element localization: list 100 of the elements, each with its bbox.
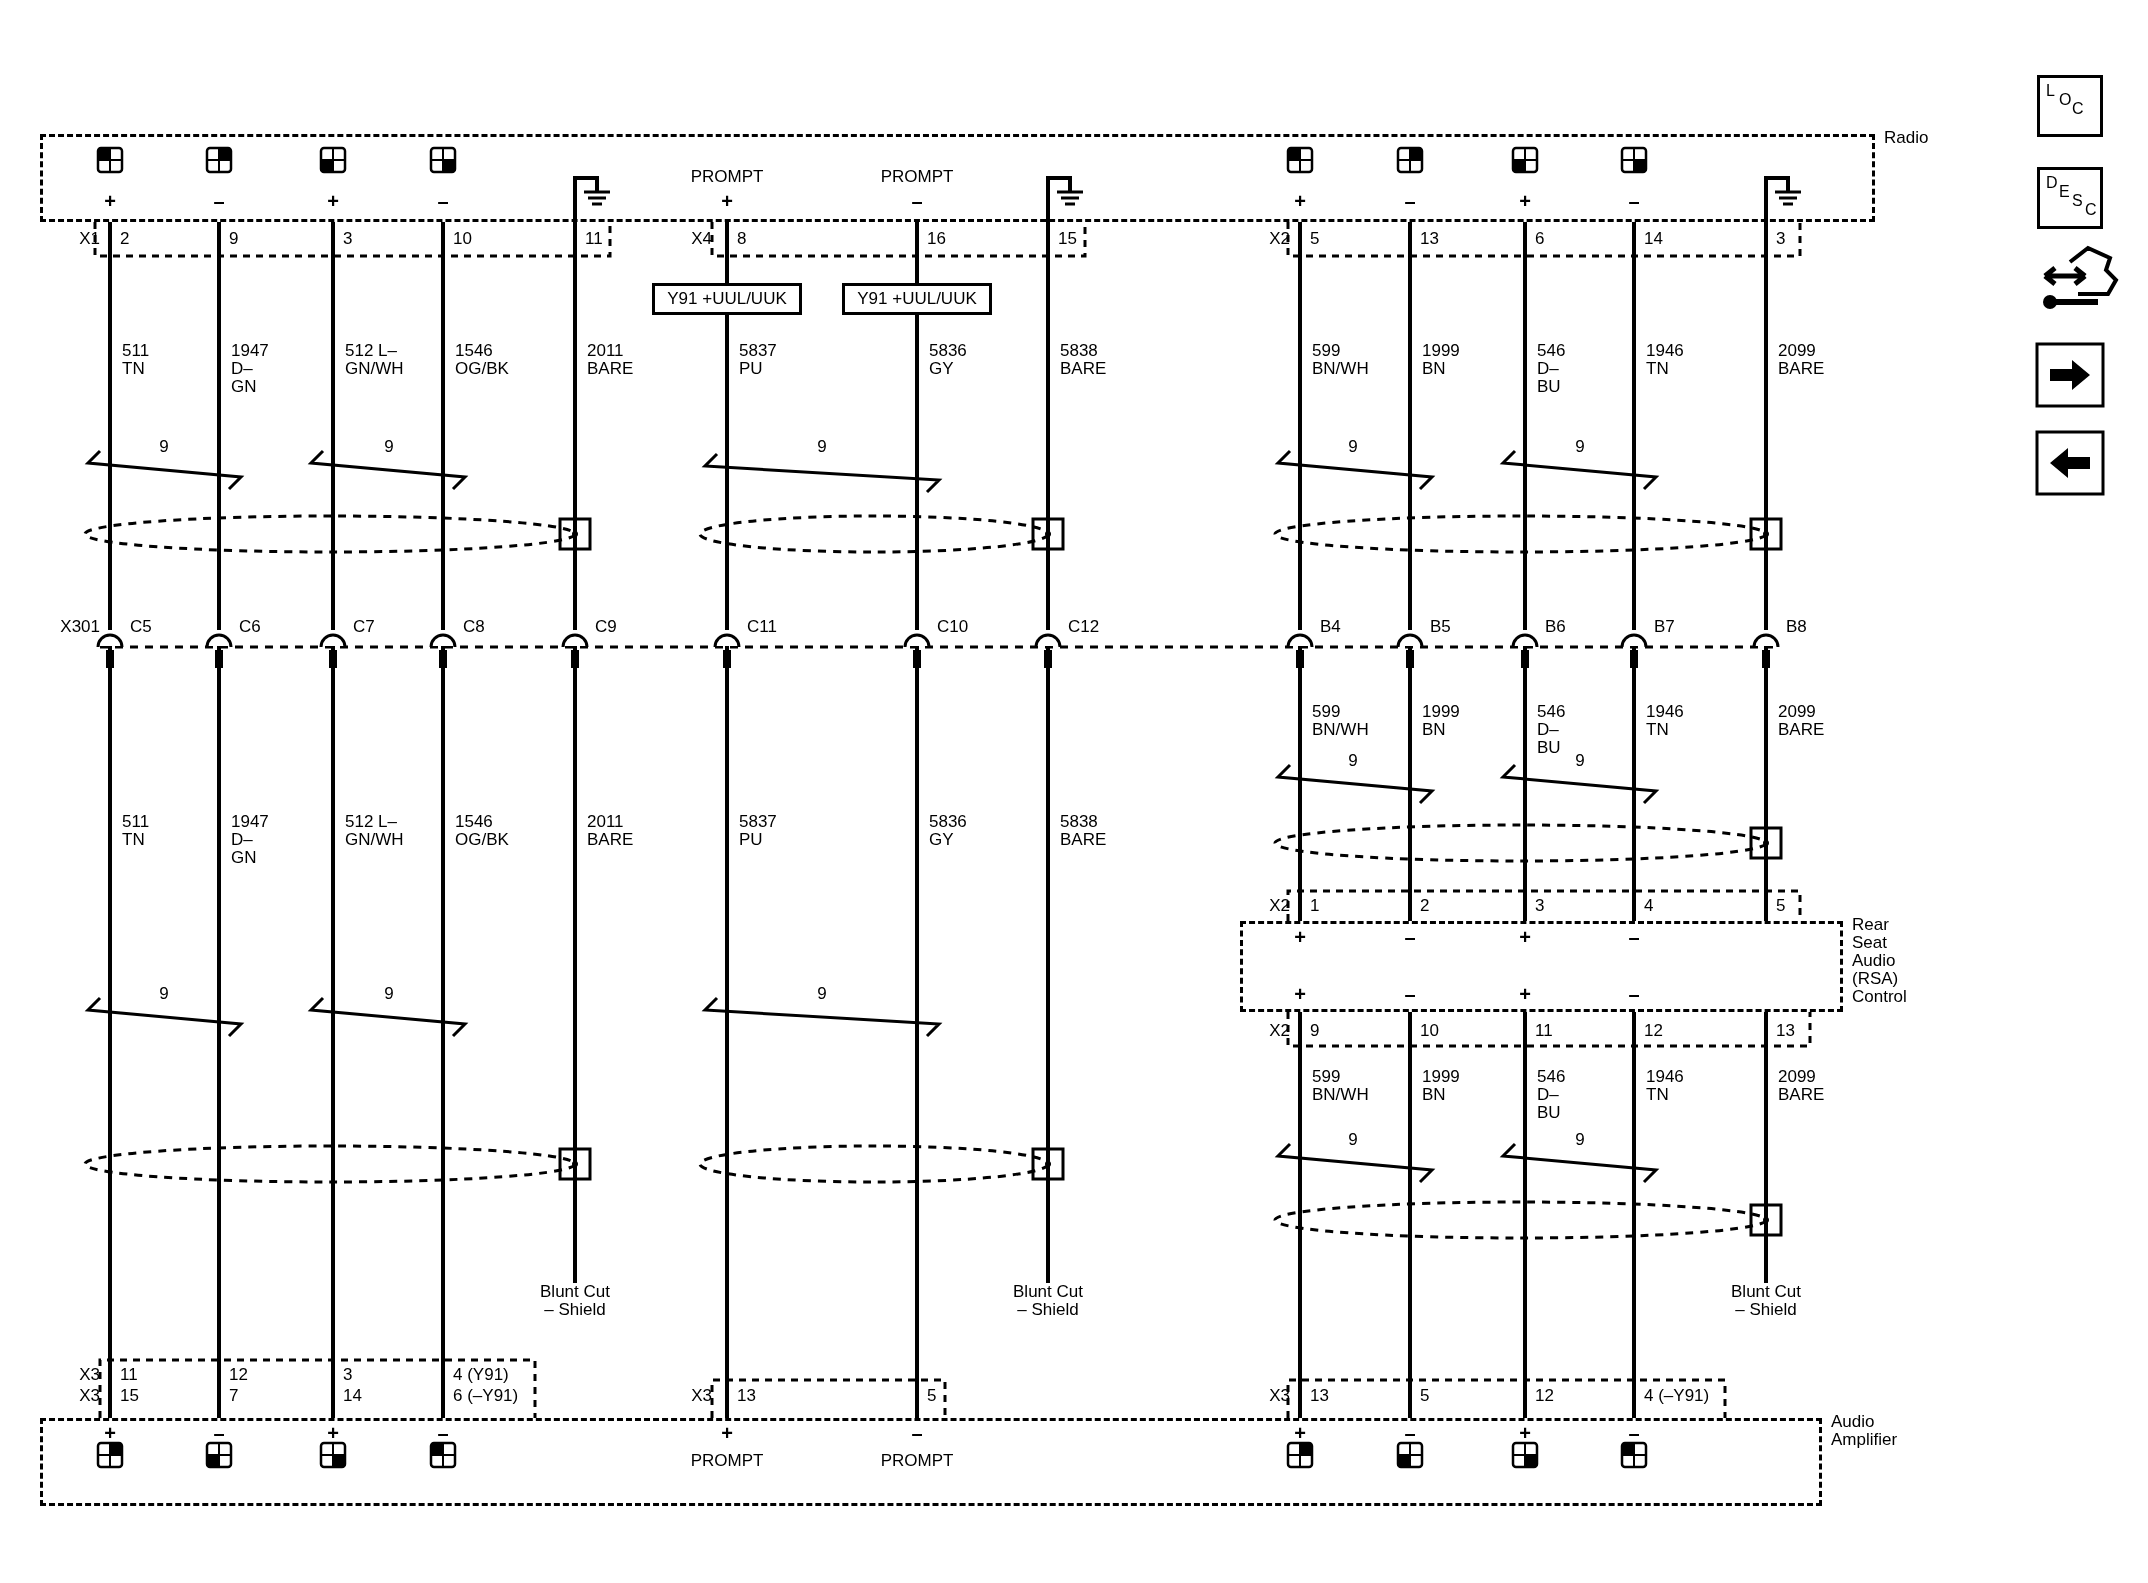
twist-count: 9 — [1575, 1131, 1585, 1149]
wire-end-note: Blunt Cut – Shield — [1726, 1283, 1806, 1339]
pin-number: 2 — [1420, 897, 1430, 915]
pin-number: 2 — [120, 230, 130, 248]
pin-number: 6 (–Y91) — [453, 1387, 519, 1405]
pin-number: 10 — [1420, 1022, 1439, 1040]
wire — [1632, 222, 1636, 921]
pin-number: 3 — [343, 1366, 353, 1384]
pin-number: 12 — [1644, 1022, 1663, 1040]
pin-number: 10 — [453, 230, 472, 248]
wire-label: 599 BN/WH — [1312, 703, 1369, 739]
twist-count: 9 — [159, 438, 169, 456]
wire-label: 1546 OG/BK — [455, 813, 509, 849]
cavity-label: B6 — [1545, 618, 1566, 636]
pin-number: 13 — [1776, 1022, 1795, 1040]
polarity-sign: + — [1519, 1424, 1531, 1442]
wire — [1408, 222, 1412, 921]
wire-label: 2011 BARE — [587, 813, 634, 849]
wire-label: 512 L–GN/WH — [345, 342, 404, 378]
wire — [108, 222, 112, 1418]
cavity-label: C11 — [747, 618, 777, 636]
pin-number: 3 — [1776, 230, 1786, 248]
wire-label: 5838 BARE — [1060, 813, 1107, 849]
wire-end-note: Blunt Cut – Shield — [1008, 1283, 1088, 1339]
polarity-sign: – — [1628, 192, 1640, 210]
polarity-sign: + — [1519, 928, 1531, 946]
pin-number: 9 — [229, 230, 239, 248]
wire-label: 1546 OG/BK — [455, 342, 509, 378]
wire-label: 5837 PU — [739, 813, 777, 849]
cavity-label: B4 — [1320, 618, 1341, 636]
wire-label: 1947 D–GN — [231, 342, 269, 396]
pin-number: 3 — [343, 230, 353, 248]
wire — [1298, 1012, 1302, 1418]
signal-name: PROMPT — [690, 168, 764, 186]
wire-label: 5838 BARE — [1060, 342, 1107, 378]
pin-number: 12 — [229, 1366, 248, 1384]
pin-number: 4 (Y91) — [453, 1366, 509, 1384]
pin-number: 13 — [737, 1387, 756, 1405]
wire-label: 1999 BN — [1422, 703, 1460, 739]
wire-label: 1946 TN — [1646, 342, 1684, 378]
module-name: Radio — [1884, 129, 1929, 147]
cavity-label: C9 — [595, 618, 617, 636]
twist-count: 9 — [159, 985, 169, 1003]
polarity-sign: – — [1628, 1424, 1640, 1442]
pin-number: 5 — [927, 1387, 937, 1405]
cavity-label: C8 — [463, 618, 485, 636]
twist-count: 9 — [1575, 438, 1585, 456]
pin-number: 5 — [1776, 897, 1786, 915]
wire-label: 1999 BN — [1422, 1068, 1460, 1104]
wire-label: 1999 BN — [1422, 342, 1460, 378]
pin-number: 11 — [120, 1366, 138, 1384]
polarity-sign: – — [1404, 192, 1416, 210]
wire — [1764, 1012, 1768, 1283]
pin-number: 14 — [1644, 230, 1663, 248]
cavity-label: C12 — [1068, 618, 1100, 636]
twist-count: 9 — [817, 438, 827, 456]
polarity-sign: – — [437, 1424, 449, 1442]
wire — [441, 222, 445, 1418]
twist-count: 9 — [1348, 1131, 1358, 1149]
cavity-label: C10 — [937, 618, 969, 636]
polarity-sign: – — [1628, 985, 1640, 1003]
wire-label: 1946 TN — [1646, 1068, 1684, 1104]
cavity-label: B5 — [1430, 618, 1451, 636]
wire — [331, 222, 335, 1418]
pin-number: 5 — [1420, 1387, 1430, 1405]
connector-name: X3 — [691, 1387, 712, 1405]
polarity-sign: – — [911, 192, 923, 210]
wire-label: 512 L–GN/WH — [345, 813, 404, 849]
pin-number: 6 — [1535, 230, 1545, 248]
wire-label: 2099 BARE — [1778, 1068, 1825, 1104]
polarity-sign: + — [327, 1424, 339, 1442]
twist-count: 9 — [1575, 752, 1585, 770]
twist-count: 9 — [1348, 752, 1358, 770]
pin-number: 12 — [1535, 1387, 1554, 1405]
wire-label: 599 BN/WH — [1312, 342, 1369, 378]
twist-count: 9 — [384, 438, 394, 456]
polarity-sign: – — [1404, 1424, 1416, 1442]
polarity-sign: + — [1294, 928, 1306, 946]
connector-name: X4 — [691, 230, 712, 248]
wire — [1764, 222, 1768, 921]
pin-number: 13 — [1310, 1387, 1329, 1405]
pin-number: 8 — [737, 230, 747, 248]
pin-number: 5 — [1310, 230, 1320, 248]
twist-count: 9 — [817, 985, 827, 1003]
polarity-sign: + — [104, 192, 116, 210]
polarity-sign: + — [104, 1424, 116, 1442]
pin-number: 16 — [927, 230, 946, 248]
polarity-sign: + — [1519, 192, 1531, 210]
wire-label: 1947 D–GN — [231, 813, 269, 867]
module-name: Audio Amplifier — [1831, 1413, 1898, 1449]
pin-number: 9 — [1310, 1022, 1320, 1040]
twist-count: 9 — [384, 985, 394, 1003]
connector-name: X3 — [79, 1387, 100, 1405]
wire-label: 2099 BARE — [1778, 342, 1825, 378]
polarity-sign: – — [1628, 928, 1640, 946]
wire — [1046, 222, 1050, 1283]
option-label: Y91 +UUL/UUK — [842, 283, 992, 315]
polarity-sign: + — [1294, 985, 1306, 1003]
wire-label: 546 D–BU — [1537, 1068, 1566, 1122]
polarity-sign: – — [437, 192, 449, 210]
